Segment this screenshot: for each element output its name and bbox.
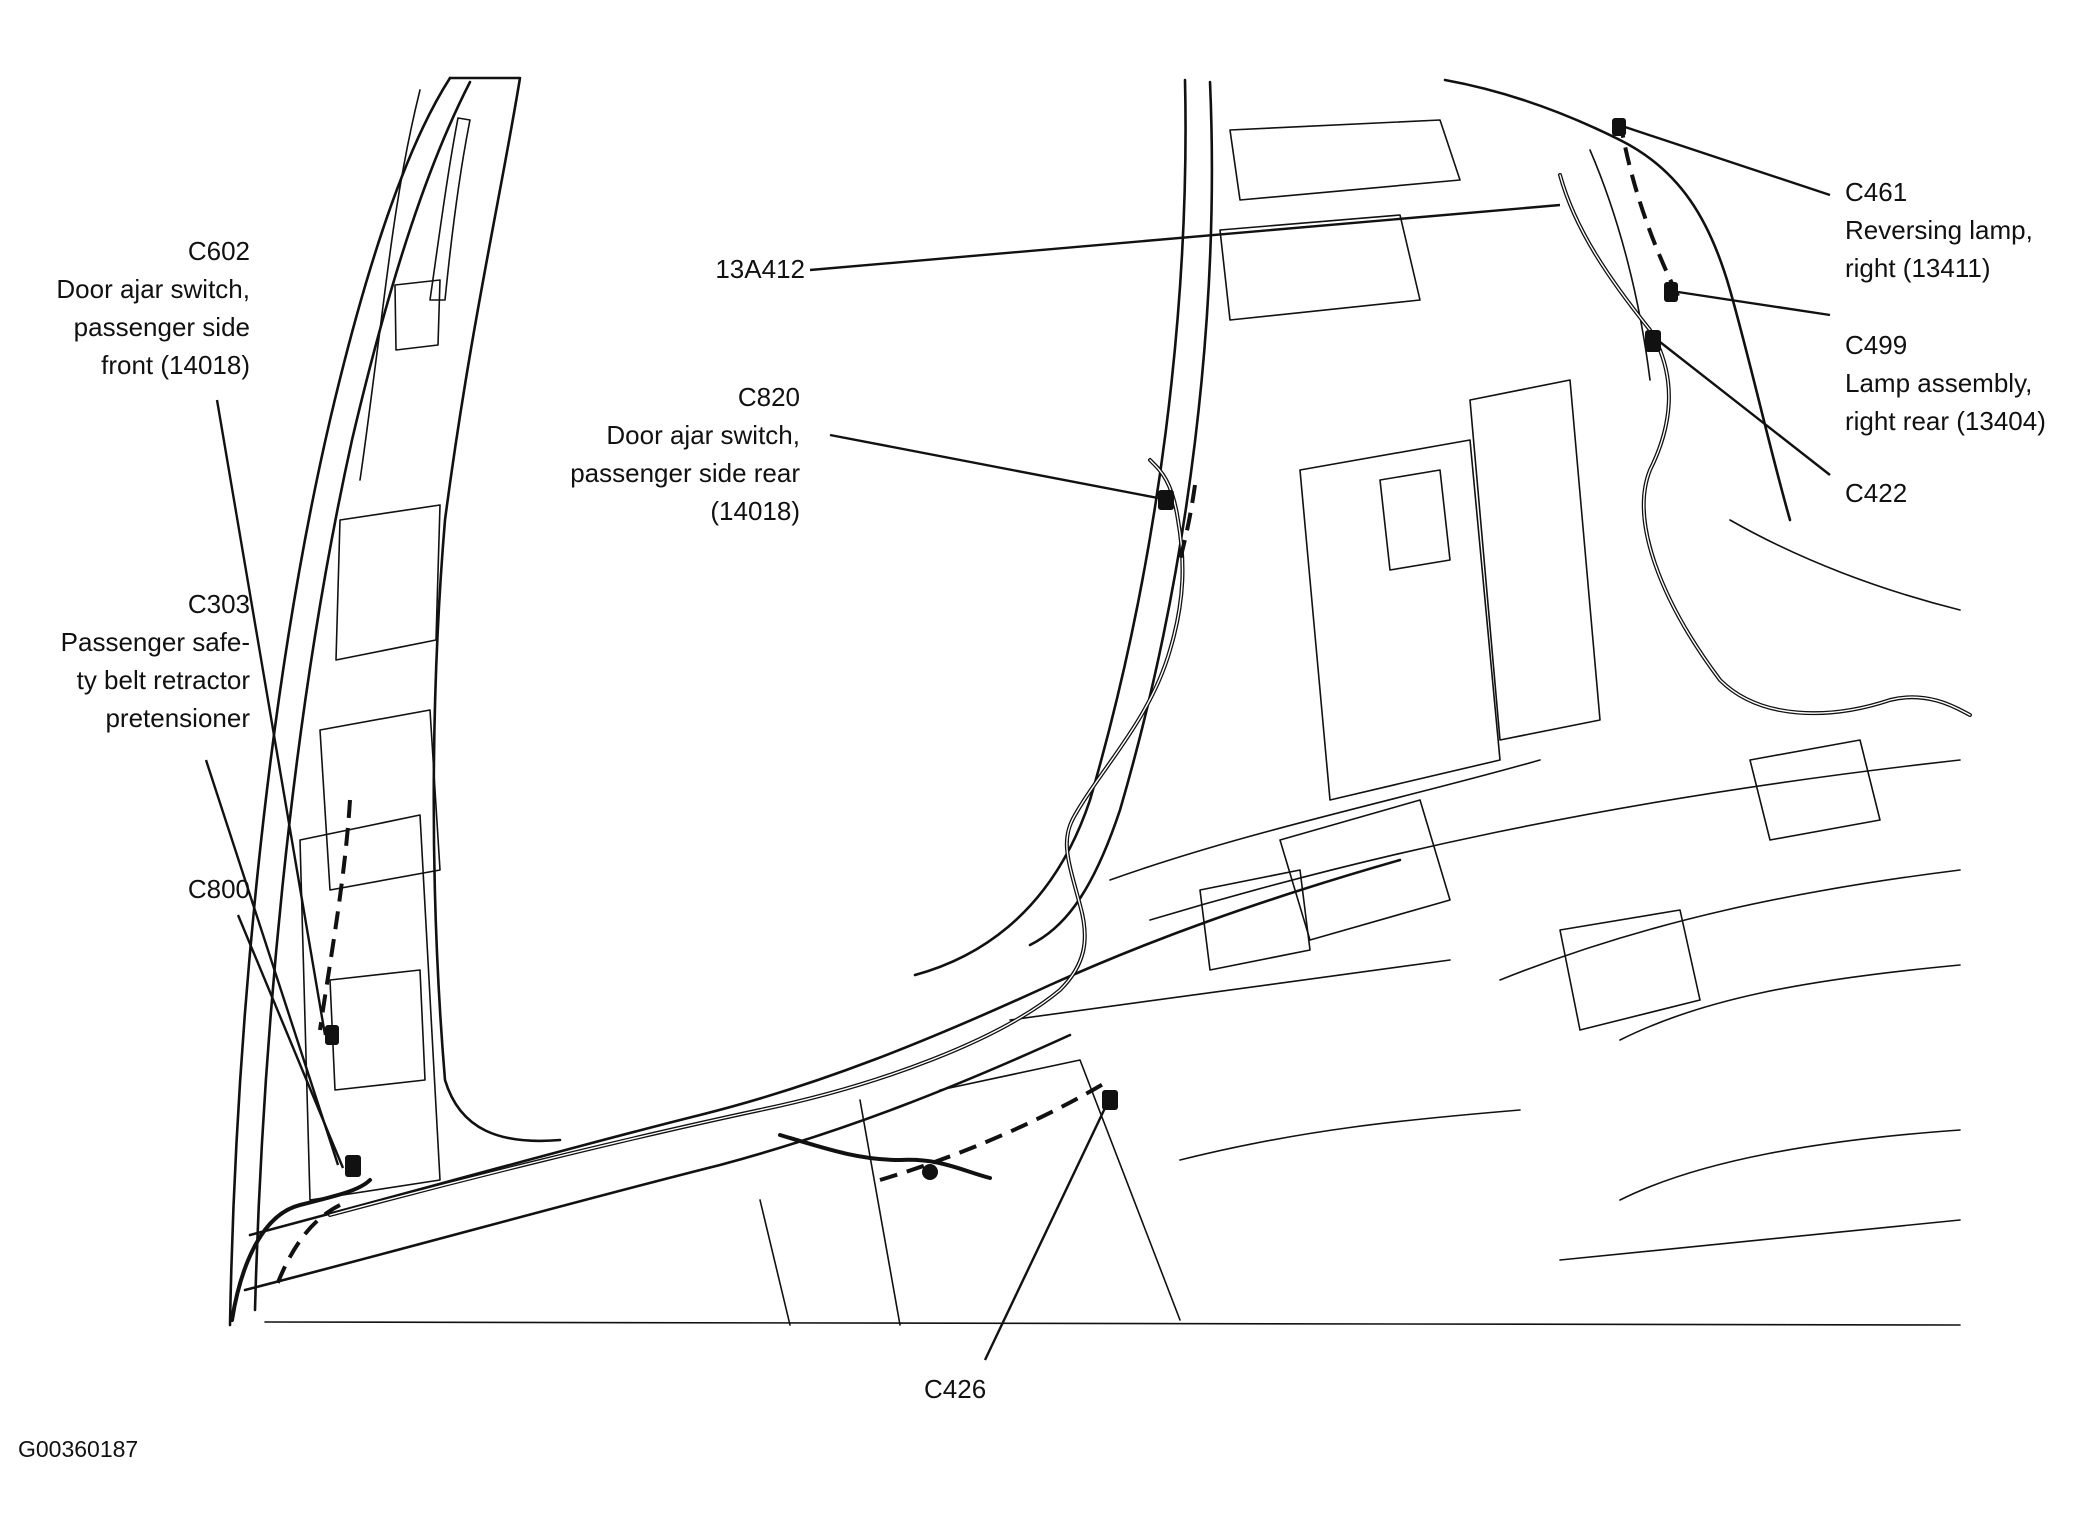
leader-c422	[1659, 341, 1831, 476]
callout-c820: C820 Door ajar switch, passenger side re…	[470, 378, 800, 530]
callout-c461-line-1: Reversing lamp,	[1845, 215, 2033, 245]
callout-13A412-code: 13A412	[715, 254, 805, 284]
callout-c499: C499 Lamp assembly, right rear (13404)	[1845, 326, 2085, 440]
leader-c303	[204, 759, 340, 1166]
callout-c426: C426	[924, 1370, 1044, 1408]
callout-c461-code: C461	[1845, 177, 1908, 207]
leader-c800	[236, 914, 345, 1169]
connector-midfloor-mark	[922, 1164, 938, 1180]
callout-c499-line-2: right rear (13404)	[1845, 406, 2046, 436]
cargo-floor	[939, 739, 1961, 1321]
callout-c499-code: C499	[1845, 330, 1908, 360]
left-pillar	[228, 76, 562, 1327]
callout-c303-code: C303	[187, 589, 250, 619]
callout-c303-line-2: ty belt retractor	[76, 665, 250, 695]
callout-c602-code: C602	[187, 236, 250, 266]
connectors	[325, 118, 1678, 1180]
leader-c499	[1677, 290, 1831, 317]
callout-13A412: 13A412	[620, 250, 805, 288]
callout-c602: C602 Door ajar switch, passenger side fr…	[20, 232, 250, 384]
callout-c303: C303 Passenger safe- ty belt retractor p…	[20, 585, 250, 737]
callout-c426-code: C426	[924, 1374, 987, 1404]
leader-13A412	[809, 203, 1561, 272]
callout-c602-line-1: Door ajar switch,	[56, 274, 250, 304]
leader-c461	[1624, 125, 1831, 197]
connector-c499-mark	[1664, 282, 1678, 302]
callout-c820-line-3: (14018)	[710, 496, 800, 526]
connector-c303-mark	[325, 1025, 339, 1045]
figure-id: G00360187	[18, 1430, 138, 1468]
callout-c461-line-2: right (13411)	[1845, 253, 1991, 283]
connector-c461-mark	[1612, 118, 1626, 136]
figure-id-text: G00360187	[18, 1436, 139, 1462]
callout-c303-line-3: pretensioner	[105, 703, 250, 733]
connector-c800-mark	[345, 1155, 361, 1177]
connector-c422-mark	[1645, 330, 1661, 352]
connector-c820-mark	[1158, 490, 1174, 510]
callout-c602-line-3: front (14018)	[101, 350, 250, 380]
callout-c303-line-1: Passenger safe-	[60, 627, 250, 657]
callout-c461: C461 Reversing lamp, right (13411)	[1845, 173, 2085, 287]
callout-c422-code: C422	[1845, 478, 1908, 508]
leader-c602	[215, 399, 327, 1036]
leader-lines	[204, 125, 1831, 1361]
callout-c800-code: C800	[187, 874, 250, 904]
connector-c426-mark	[1102, 1090, 1118, 1110]
callout-c820-line-2: passenger side rear	[570, 458, 800, 488]
leader-c426	[983, 1107, 1107, 1361]
callout-c820-line-1: Door ajar switch,	[606, 420, 800, 450]
callout-c820-code: C820	[737, 382, 800, 412]
callout-c602-line-2: passenger side	[73, 312, 250, 342]
leader-c820	[829, 433, 1159, 500]
wiring-harness-13A412	[230, 119, 1972, 1322]
rear-quarter-panel	[913, 78, 1961, 977]
callout-c499-line-1: Lamp assembly,	[1845, 368, 2033, 398]
callout-c422: C422	[1845, 474, 2085, 512]
callout-c800: C800	[20, 870, 250, 908]
